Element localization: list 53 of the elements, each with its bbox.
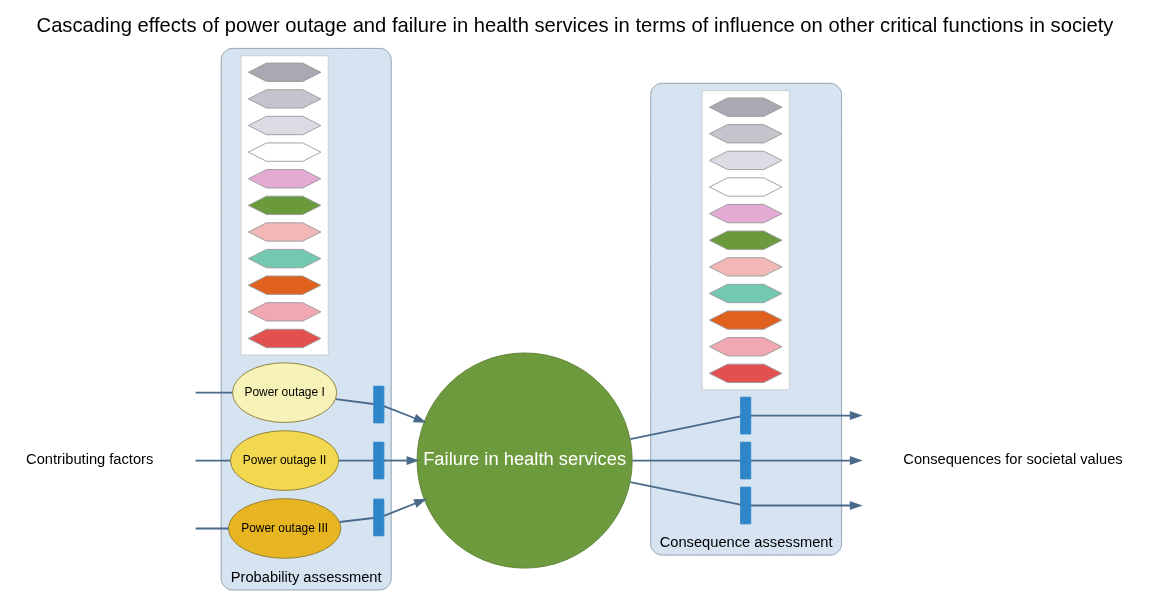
node-hexagon [708,283,782,304]
node-hexagon [247,142,321,162]
connector [338,517,374,523]
label: Consequences for societal values [902,451,1123,468]
node-hexagon [708,177,782,197]
node-hexagon [247,302,321,322]
arrow [749,456,863,466]
node-hexagon [708,97,782,117]
node-bar [739,396,751,435]
node-hexagon [247,275,321,295]
node-hexagon [708,337,782,357]
connector [194,527,229,530]
node-hexagon [247,328,321,349]
node-hexagon [247,222,321,242]
node-hexagon [247,248,321,269]
node-hexagon [247,62,321,82]
node-bar [372,385,384,424]
cluster [240,55,329,356]
node-bar [372,441,384,480]
node-bar [739,486,751,525]
node-hexagon [708,150,782,171]
cluster: Consequence assessment [649,82,842,556]
label: Contributing factors [25,451,153,468]
connector [194,391,233,394]
node-hexagon [247,195,321,215]
node-hexagon [247,89,321,109]
connector [631,459,741,462]
node-hexagon [708,230,782,250]
node-ellipse: Power outage II [229,430,339,491]
node-ellipse: Power outage I [231,362,337,423]
node-hexagon [247,169,321,189]
node-circle: Failure in health services [416,352,633,569]
node-hexagon [247,115,321,136]
arrow [749,411,863,421]
arrow [382,405,427,423]
node-hexagon [708,257,782,277]
connector [628,415,741,440]
connector [194,459,231,462]
arrow [749,501,863,511]
arrow [382,456,419,466]
node-bar [372,498,384,537]
node-hexagon [708,363,782,383]
node-ellipse: Power outage III [227,498,341,559]
node-bar [739,441,751,480]
connector [334,398,374,405]
connector [337,459,374,462]
node-hexagon [708,204,782,224]
cluster [701,90,790,391]
diagram-title: Cascading effects of power outage and failure in health services in terms of influence on other critical functions in society [36,13,1113,36]
connector [628,481,741,506]
node-hexagon [708,310,782,330]
arrow [382,498,427,517]
node-hexagon [708,124,782,144]
